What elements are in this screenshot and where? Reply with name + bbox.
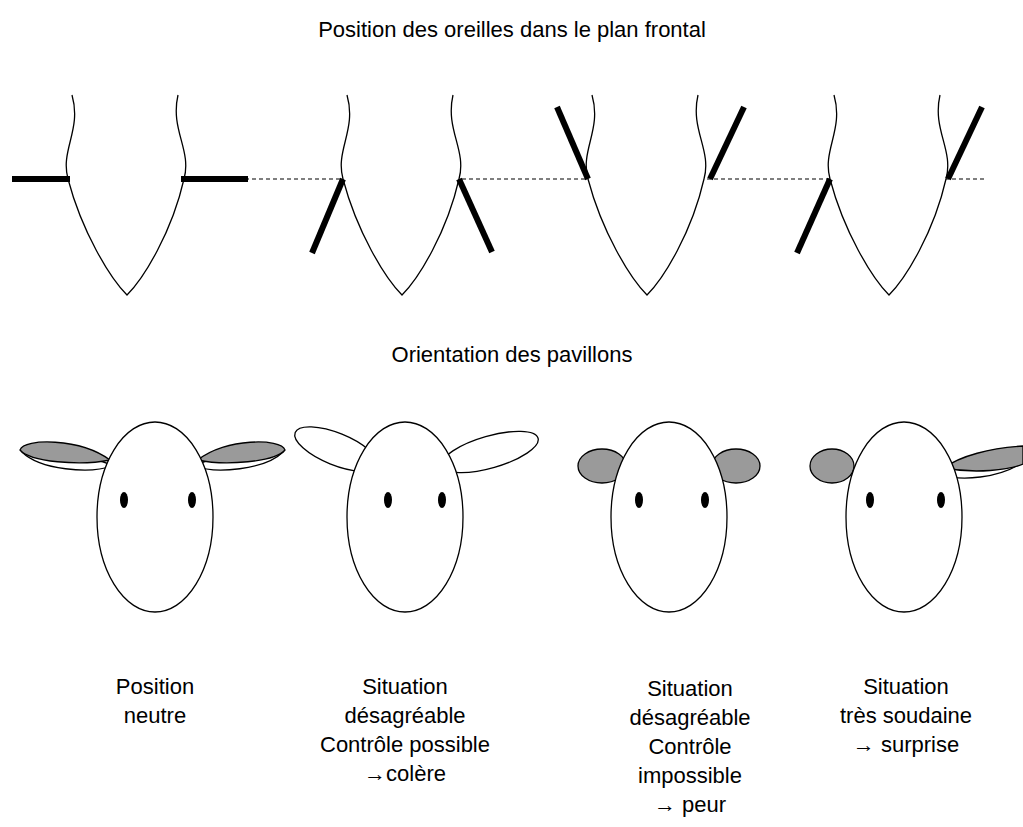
eye [866, 492, 874, 508]
face-outline [611, 422, 727, 612]
ear-line [557, 107, 588, 179]
face-outline [97, 422, 213, 612]
eye [188, 492, 196, 508]
figure-title: Position des oreilles dans le plan front… [162, 15, 862, 44]
head-outline [341, 95, 461, 295]
caption: Situation très soudaine → surprise [806, 672, 1006, 759]
head-outline [586, 95, 706, 295]
ear-line [12, 176, 70, 182]
eye [937, 492, 945, 508]
eye [384, 492, 392, 508]
caption: Situation désagréable Contrôle possible … [290, 672, 520, 788]
ear-line [181, 176, 248, 182]
face-outline [347, 422, 463, 612]
ear-line [710, 107, 744, 179]
ear-pinna [810, 449, 854, 483]
ear-line [312, 179, 343, 253]
head-outline [66, 95, 186, 295]
caption: Situation désagréable Contrôle impossibl… [590, 674, 790, 819]
caption: Position neutre [55, 672, 255, 730]
eye [701, 492, 709, 508]
ear-line [459, 179, 492, 252]
ear-pinna [20, 442, 110, 463]
ear-pinna [198, 442, 285, 463]
eye [120, 492, 128, 508]
ear-pinna [944, 446, 1023, 471]
face-outline [846, 422, 962, 612]
eye [438, 492, 446, 508]
ear-line [797, 179, 830, 253]
eye [635, 492, 643, 508]
ear-line [948, 107, 982, 179]
head-outline [828, 95, 948, 295]
section-heading: Orientation des pavillons [212, 340, 812, 369]
